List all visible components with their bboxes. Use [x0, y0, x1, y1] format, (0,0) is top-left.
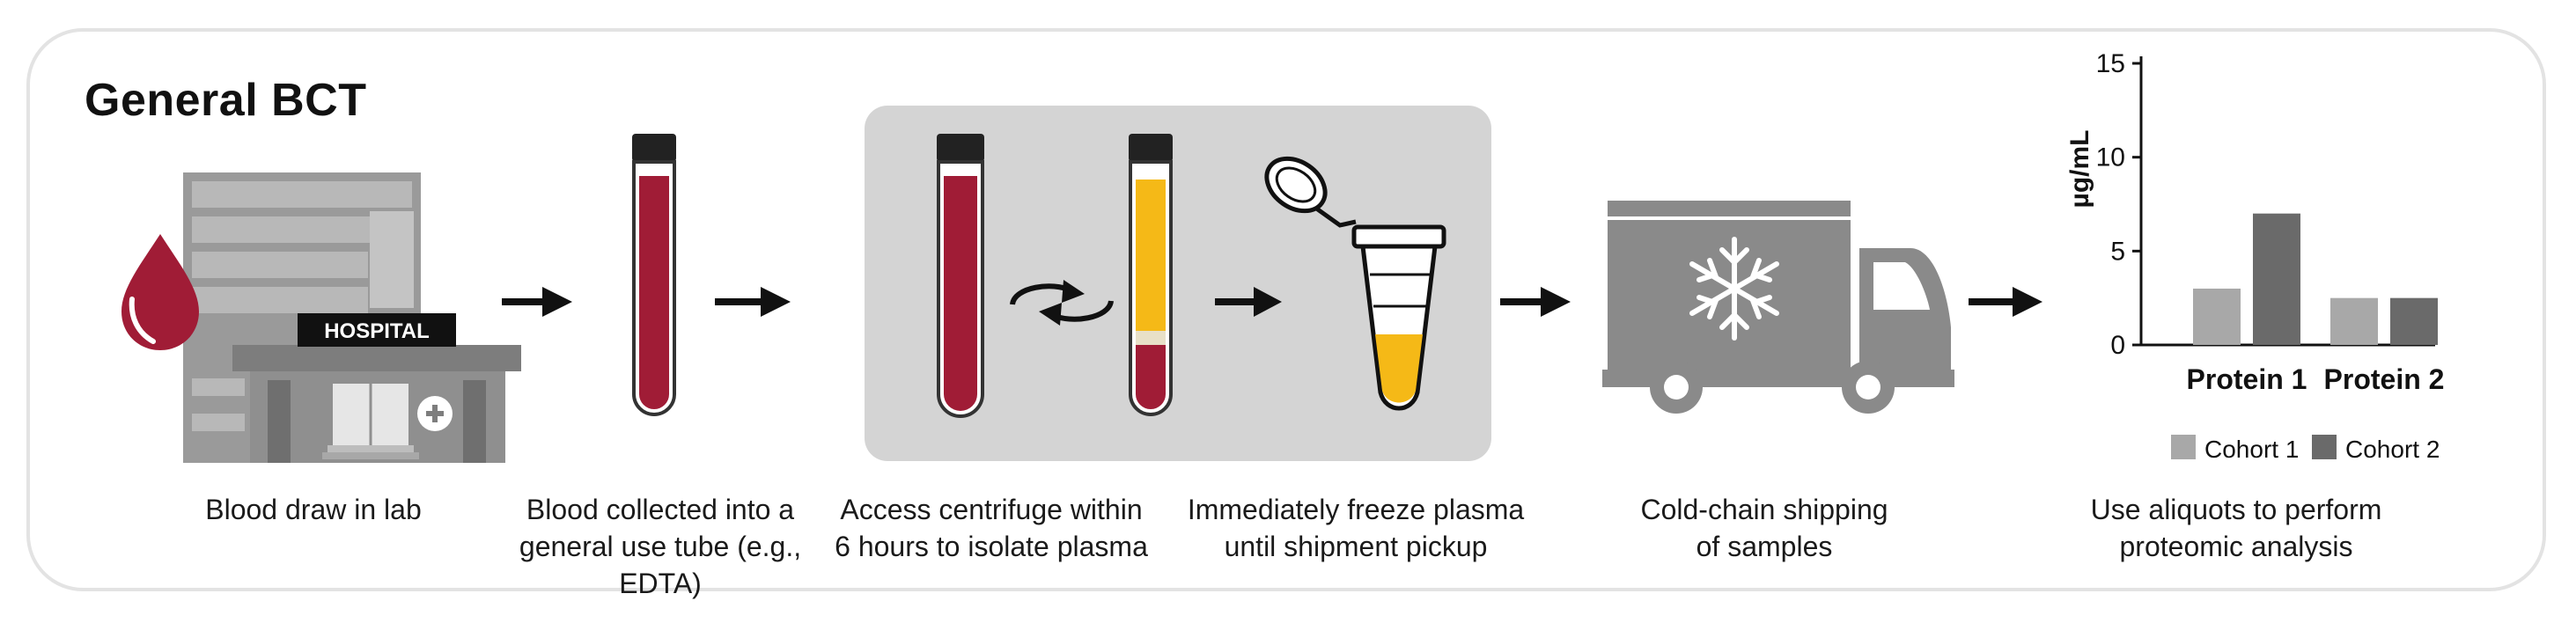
step-label-line: Blood draw in lab: [205, 494, 422, 525]
bar-2-2: [2390, 297, 2438, 345]
step-label-centrifuge: Access centrifuge within 6 hours to isol…: [806, 491, 1176, 565]
bar-1-1: [2193, 289, 2241, 345]
y-tick-label: 15: [2096, 49, 2125, 78]
protein-bar-chart: 0 5 10 15 µg/mL Protein 1 Protein 2 Cohort 1 Coh…: [2065, 49, 2444, 463]
diagram-title: General BCT: [85, 75, 367, 126]
step-label-line: of samples: [1696, 531, 1833, 562]
y-tick-label: 5: [2110, 237, 2125, 266]
snowflake-icon: [1689, 237, 1779, 341]
step-label-line: Use aliquots to perform: [2090, 494, 2382, 525]
hospital-building-icon: [183, 172, 521, 463]
bar-1-2: [2253, 213, 2300, 345]
arrow-3: [1215, 287, 1282, 317]
arrow-4: [1500, 287, 1571, 317]
step-label-freeze: Immediately freeze plasma until shipment…: [1171, 491, 1541, 565]
blood-drop-icon: [121, 234, 199, 350]
step-label-line: Blood collected into a: [526, 494, 795, 525]
blood-tube-icon: [937, 134, 984, 418]
step-label-line: 6 hours to isolate plasma: [835, 531, 1148, 562]
x-category-label: Protein 1: [2187, 363, 2307, 395]
step-label-line: Cold-chain shipping: [1640, 494, 1888, 525]
legend-label: Cohort 1: [2204, 436, 2299, 463]
step-label-line: Access centrifuge within: [840, 494, 1143, 525]
step-label-line: until shipment pickup: [1224, 531, 1488, 562]
y-tick-label: 10: [2096, 143, 2125, 172]
arrow-1: [502, 287, 572, 317]
hospital-sign-text: HOSPITAL: [324, 319, 430, 343]
refrigerated-truck-icon: [1602, 201, 1954, 414]
legend-label: Cohort 2: [2345, 436, 2440, 463]
arrow-2: [715, 287, 791, 317]
centrifuge-rotate-icon: [1010, 280, 1114, 326]
step-label-blood-collected: Blood collected into a general use tube …: [475, 491, 845, 602]
step-label-line: proteomic analysis: [2119, 531, 2353, 562]
blood-tube-icon: [632, 134, 676, 416]
legend-swatch: [2171, 435, 2196, 459]
step-label-line: Immediately freeze plasma: [1187, 494, 1525, 525]
y-tick-label: 0: [2110, 331, 2125, 360]
bar-2-1: [2330, 297, 2378, 345]
step-label-line: general use tube (e.g., EDTA): [519, 531, 802, 599]
legend-swatch: [2312, 435, 2337, 459]
frozen-plasma-aliquot-icon: [1264, 156, 1446, 411]
plasma-tube-icon: [1129, 134, 1173, 416]
step-label-analysis: Use aliquots to perform proteomic analys…: [2051, 491, 2421, 565]
y-axis-label: µg/mL: [2065, 130, 2094, 209]
x-category-label: Protein 2: [2324, 363, 2445, 395]
step-label-shipping: Cold-chain shipping of samples: [1579, 491, 1949, 565]
step-label-blood-draw: Blood draw in lab: [129, 491, 498, 528]
arrow-5: [1969, 287, 2042, 317]
